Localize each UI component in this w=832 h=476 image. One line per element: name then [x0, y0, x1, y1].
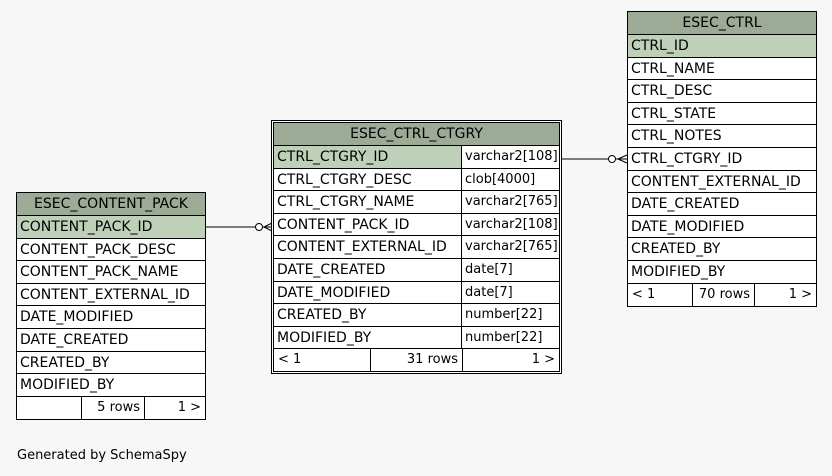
column-row[interactable]: DATE_MODIFIED: [628, 216, 816, 239]
column-name: CTRL_STATE: [631, 105, 717, 122]
column-row[interactable]: CTRL_ID: [628, 35, 816, 58]
table-title: ESEC_CONTENT_PACK: [17, 193, 205, 216]
column-row[interactable]: CTRL_CTGRY_ID: [628, 148, 816, 171]
column-row[interactable]: CREATED_BY: [17, 352, 205, 375]
footer-row-count: 5 rows: [81, 396, 144, 419]
column-name: CTRL_DESC: [631, 83, 713, 100]
column-name: DATE_MODIFIED: [631, 218, 745, 235]
column-name: DATE_MODIFIED: [20, 309, 134, 326]
column-row[interactable]: CONTENT_PACK_NAME: [17, 261, 205, 284]
footer-page-link[interactable]: 1 >: [144, 396, 205, 419]
column-row[interactable]: DATE_CREATED: [17, 329, 205, 352]
column-name: CTRL_NAME: [631, 60, 715, 77]
column-row[interactable]: CREATED_BY: [628, 238, 816, 261]
table-esec-content-pack[interactable]: ESEC_CONTENT_PACK CONTENT_PACK_ID CONTEN…: [16, 192, 206, 420]
column-type: varchar2[765]: [461, 236, 559, 258]
column-row[interactable]: DATE_MODIFIED date[7]: [274, 281, 559, 305]
column-row[interactable]: DATE_MODIFIED: [17, 306, 205, 329]
relationship-content-pack: [205, 222, 273, 232]
column-row[interactable]: CTRL_NOTES: [628, 125, 816, 148]
column-row[interactable]: CTRL_CTGRY_DESC clob[4000]: [274, 168, 559, 192]
footer-page-nav[interactable]: < 1: [278, 352, 302, 368]
column-name: CONTENT_PACK_ID: [277, 216, 410, 233]
column-name: CTRL_CTGRY_DESC: [277, 171, 412, 188]
footer-left: [17, 397, 81, 419]
column-row[interactable]: CTRL_CTGRY_NAME varchar2[765]: [274, 191, 559, 214]
column-name: CTRL_CTGRY_NAME: [277, 194, 415, 211]
column-type: varchar2[765]: [461, 191, 559, 213]
column-name: MODIFIED_BY: [20, 377, 115, 394]
column-row[interactable]: MODIFIED_BY: [17, 374, 205, 397]
footer-row-count: 31 rows: [370, 349, 462, 372]
column-name: CONTENT_EXTERNAL_ID: [631, 173, 801, 190]
column-row[interactable]: DATE_CREATED date[7]: [274, 258, 559, 282]
table-footer: < 1 31 rows 1 >: [274, 349, 559, 372]
column-row[interactable]: CTRL_NAME: [628, 58, 816, 81]
column-name: CREATED_BY: [20, 354, 110, 371]
column-type: varchar2[108]: [461, 213, 559, 236]
footer-page-link[interactable]: 1 >: [462, 349, 559, 372]
column-name: CREATED_BY: [277, 307, 367, 324]
column-type: varchar2[108]: [461, 146, 559, 168]
column-name: CTRL_ID: [628, 35, 816, 57]
generated-by-label: Generated by SchemaSpy: [17, 448, 187, 463]
footer-page-nav[interactable]: < 1: [632, 286, 656, 302]
column-list: CTRL_ID CTRL_NAME CTRL_DESC CTRL_STATE C…: [628, 35, 816, 284]
column-row[interactable]: CREATED_BY number[22]: [274, 304, 559, 327]
column-name: DATE_CREATED: [277, 261, 386, 278]
column-name: CONTENT_EXTERNAL_ID: [20, 286, 190, 303]
column-name: CONTENT_PACK_DESC: [20, 241, 176, 258]
footer-row-count: 70 rows: [692, 283, 754, 306]
column-list: CONTENT_PACK_ID CONTENT_PACK_DESC CONTEN…: [17, 216, 205, 397]
table-title: ESEC_CTRL_CTGRY: [274, 123, 559, 146]
column-row[interactable]: CTRL_STATE: [628, 103, 816, 126]
column-row[interactable]: CONTENT_PACK_ID varchar2[108]: [274, 213, 559, 237]
column-type: date[7]: [461, 281, 559, 304]
column-name: CTRL_NOTES: [631, 128, 722, 145]
column-row[interactable]: CONTENT_EXTERNAL_ID varchar2[765]: [274, 236, 559, 259]
column-name: MODIFIED_BY: [277, 329, 372, 346]
column-row[interactable]: MODIFIED_BY: [628, 261, 816, 284]
column-row[interactable]: CONTENT_PACK_ID: [17, 216, 205, 239]
column-row[interactable]: CONTENT_EXTERNAL_ID: [17, 284, 205, 307]
column-name: DATE_CREATED: [631, 196, 740, 213]
relationship-ctrl-ctgry: [560, 154, 628, 164]
column-name: DATE_CREATED: [20, 331, 129, 348]
column-name: CREATED_BY: [631, 241, 721, 258]
column-name: CTRL_CTGRY_ID: [631, 150, 743, 167]
column-name: CTRL_CTGRY_ID: [274, 146, 461, 168]
column-name: DATE_MODIFIED: [277, 284, 391, 301]
column-name: CONTENT_PACK_NAME: [20, 264, 179, 281]
table-footer: < 1 70 rows 1 >: [628, 283, 816, 306]
column-row[interactable]: CONTENT_EXTERNAL_ID: [628, 171, 816, 194]
column-name: CONTENT_EXTERNAL_ID: [277, 239, 447, 256]
column-type: clob[4000]: [461, 168, 559, 191]
footer-page-link[interactable]: 1 >: [754, 283, 816, 306]
column-name: CONTENT_PACK_ID: [17, 216, 205, 238]
column-type: number[22]: [461, 326, 559, 349]
table-title: ESEC_CTRL: [628, 12, 816, 35]
column-row[interactable]: MODIFIED_BY number[22]: [274, 326, 559, 350]
column-row[interactable]: CONTENT_PACK_DESC: [17, 239, 205, 262]
table-esec-ctrl[interactable]: ESEC_CTRL CTRL_ID CTRL_NAME CTRL_DESC CT…: [627, 11, 817, 307]
column-row[interactable]: DATE_CREATED: [628, 193, 816, 216]
column-row[interactable]: CTRL_DESC: [628, 80, 816, 103]
table-footer: 5 rows 1 >: [17, 396, 205, 419]
column-type: number[22]: [461, 304, 559, 326]
column-name: MODIFIED_BY: [631, 263, 726, 280]
column-type: date[7]: [461, 258, 559, 281]
